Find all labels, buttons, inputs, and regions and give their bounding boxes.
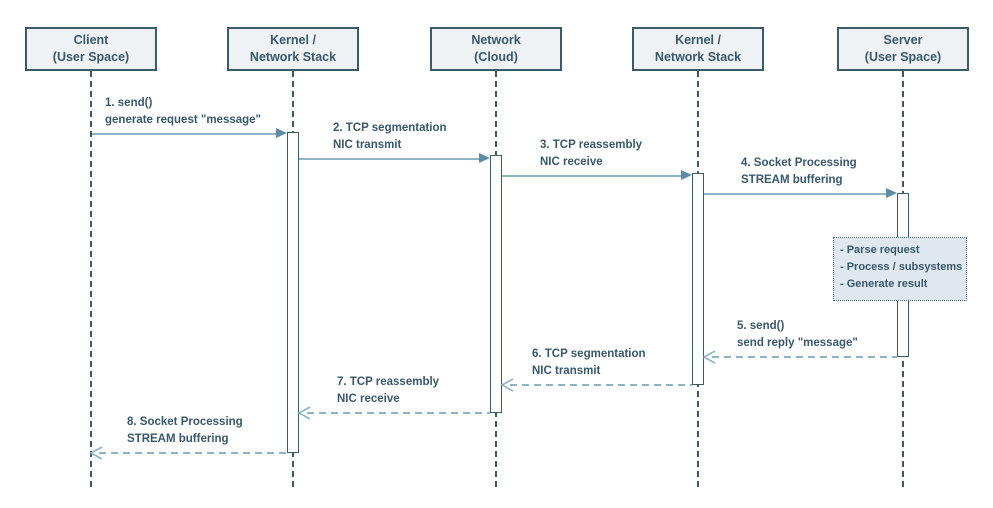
message-7-label: 7. TCP reassembly NIC receive (337, 374, 439, 407)
message-2-line (299, 158, 480, 160)
message-4-arrowhead-icon (886, 188, 897, 198)
message-7-desc: NIC receive (337, 392, 400, 405)
message-5-line (712, 356, 897, 358)
message-3-line (502, 175, 682, 177)
lifeline-client (90, 71, 92, 488)
message-1-title: 1. send() (105, 97, 153, 109)
actor-network-cloud: (Cloud) (474, 50, 518, 64)
actor-kernel-right-stack: Network Stack (654, 50, 742, 64)
message-6-label: 6. TCP segmentation NIC transmit (532, 346, 646, 379)
message-2-title: 2. TCP segmentation (333, 122, 447, 134)
message-1-line (92, 133, 277, 135)
note-line-process: - Process / subsystems (840, 261, 963, 273)
server-note: - Parse request - Process / subsystems -… (833, 237, 967, 301)
message-5-label: 5. send() send reply "message" (737, 318, 858, 351)
message-7-line (307, 412, 490, 414)
message-4-title: 4. Socket Processing (741, 157, 857, 169)
message-6-title: 6. TCP segmentation (532, 348, 646, 360)
note-line-parse: - Parse request (840, 244, 920, 256)
message-2-arrowhead-icon (479, 153, 490, 163)
actor-kernel-left-name: Kernel / (270, 33, 316, 47)
message-6-open-arrowhead-icon (501, 378, 514, 392)
message-3-label: 3. TCP reassembly NIC receive (540, 137, 642, 170)
actor-box-network: Network (Cloud) (430, 27, 562, 71)
message-6-line (510, 384, 692, 386)
actor-box-server: Server (User Space) (837, 27, 969, 71)
actor-kernel-left-stack: Network Stack (249, 50, 337, 64)
actor-client-name: Client (73, 33, 109, 47)
activation-bar-network (490, 155, 502, 413)
actor-box-client: Client (User Space) (25, 27, 157, 71)
message-1-desc: generate request "message" (105, 113, 262, 126)
message-3-title: 3. TCP reassembly (540, 139, 643, 151)
activation-bar-kernel-right (692, 173, 704, 385)
message-4-label: 4. Socket Processing STREAM buffering (741, 155, 857, 188)
message-8-open-arrowhead-icon (90, 446, 103, 460)
message-7-title: 7. TCP reassembly (337, 376, 440, 388)
message-3-arrowhead-icon (681, 170, 692, 180)
note-line-generate: - Generate result (840, 278, 928, 290)
activation-bar-kernel-left (287, 132, 299, 453)
message-4-desc: STREAM buffering (741, 173, 843, 186)
message-1-arrowhead-icon (276, 128, 287, 138)
message-8-label: 8. Socket Processing STREAM buffering (127, 414, 243, 447)
message-8-title: 8. Socket Processing (127, 416, 243, 428)
actor-kernel-right-name: Kernel / (675, 33, 721, 47)
actor-server-space: (User Space) (864, 50, 942, 64)
actor-server-name: Server (883, 33, 923, 47)
message-5-desc: send reply "message" (737, 336, 858, 349)
actor-client-space: (User Space) (52, 50, 130, 64)
actor-box-kernel-right: Kernel / Network Stack (632, 27, 764, 71)
message-8-line (99, 452, 287, 454)
message-8-desc: STREAM buffering (127, 432, 229, 445)
actor-box-kernel-left: Kernel / Network Stack (227, 27, 359, 71)
message-4-line (704, 193, 887, 195)
message-6-desc: NIC transmit (532, 364, 601, 377)
message-5-open-arrowhead-icon (703, 350, 716, 364)
message-2-label: 2. TCP segmentation NIC transmit (333, 120, 447, 153)
message-5-title: 5. send() (737, 320, 785, 332)
message-3-desc: NIC receive (540, 155, 603, 168)
message-7-open-arrowhead-icon (298, 406, 311, 420)
actor-network-name: Network (471, 33, 521, 47)
message-1-label: 1. send() generate request "message" (105, 95, 261, 128)
message-2-desc: NIC transmit (333, 138, 402, 151)
